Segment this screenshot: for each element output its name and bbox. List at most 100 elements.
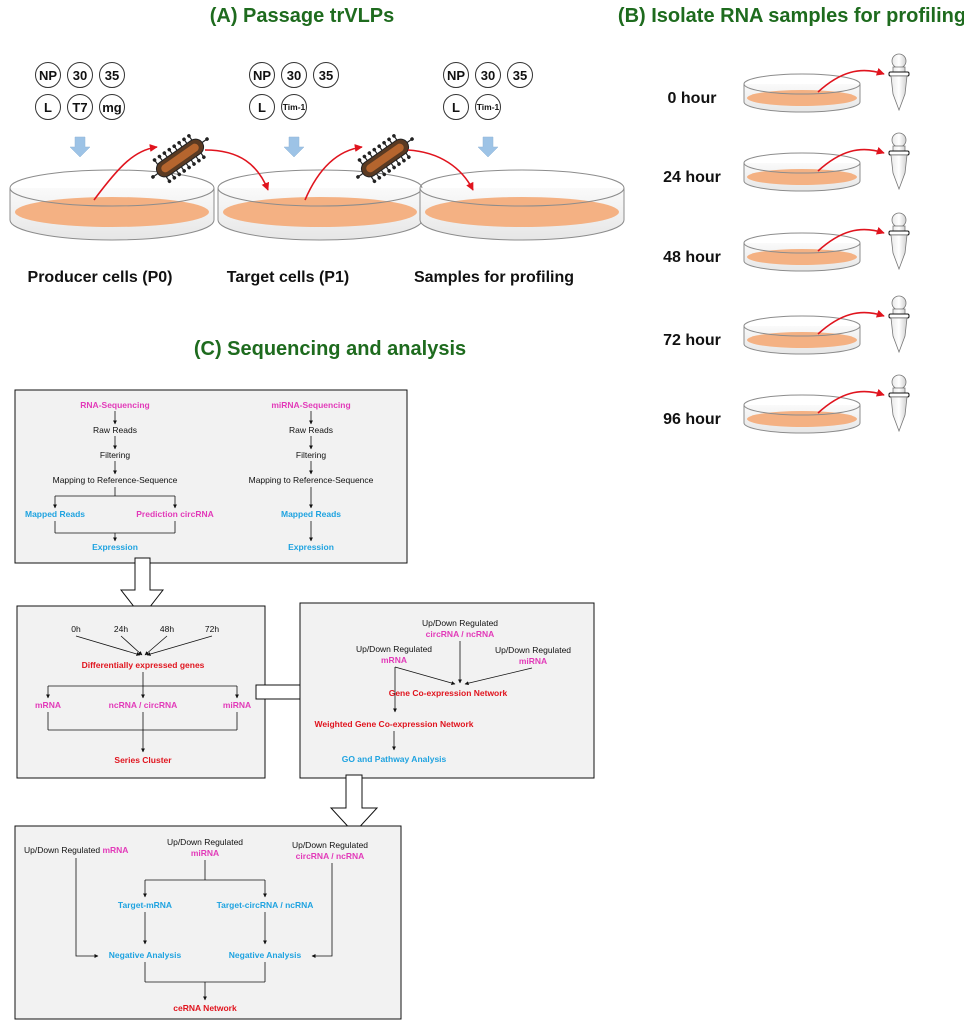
timepoint-0h: 0h (71, 624, 81, 634)
mirna-label: miRNA (223, 700, 251, 710)
updown-label: Up/Down Regulated (292, 840, 368, 850)
updown-label: Up/Down Regulated (167, 837, 243, 847)
component-np: NP (447, 68, 465, 83)
down-arrow-icon (283, 136, 305, 158)
component-t7: T7 (72, 100, 87, 115)
mapped-reads-label: Mapped Reads (281, 509, 341, 519)
component-tim1: Tim-1 (477, 102, 500, 112)
mrna-label: mRNA (381, 655, 407, 665)
mirna-seq-flow: miRNA-Sequencing Raw Reads Filtering Map… (249, 400, 374, 552)
timepoint-row: 48 hour (663, 212, 910, 272)
component-l: L (258, 100, 266, 115)
component-35: 35 (319, 68, 333, 83)
timepoint-row: 0 hour (668, 53, 910, 113)
mrna-label: mRNA (35, 700, 61, 710)
sample-tube-icon (888, 132, 910, 190)
timepoint-row: 72 hour (663, 295, 910, 355)
circrna-ncrna-label: circRNA / ncRNA (296, 851, 365, 861)
target-circrna-label: Target-circRNA / ncRNA (217, 900, 314, 910)
updown-label: Up/Down Regulated (356, 644, 432, 654)
component-30: 30 (73, 68, 87, 83)
component-35: 35 (105, 68, 119, 83)
samples-label: Samples for profiling (414, 269, 574, 286)
transfer-arrow (204, 149, 270, 191)
weighted-gcn-label: Weighted Gene Co-expression Network (314, 719, 473, 729)
prediction-circrna-label: Prediction circRNA (136, 509, 213, 519)
timepoint-row: 96 hour (663, 374, 910, 434)
flow-arrow-icon (119, 557, 165, 618)
series-cluster-label: Series Cluster (114, 755, 172, 765)
timepoint-row: 24 hour (663, 132, 910, 192)
go-pathway-label: GO and Pathway Analysis (342, 754, 447, 764)
raw-reads-label: Raw Reads (289, 425, 333, 435)
sequencing-box (14, 389, 408, 564)
cerna-network-label: ceRNA Network (173, 1003, 237, 1013)
cerna-flow: Up/Down Regulated mRNA Up/Down Regulated… (24, 837, 368, 1013)
ncrna-circrna-label: ncRNA / circRNA (109, 700, 178, 710)
updown-mrna-label: Up/Down Regulated mRNA (24, 845, 128, 855)
expression-label: Expression (288, 542, 334, 552)
expression-label: Expression (92, 542, 138, 552)
deg-box (16, 605, 266, 779)
mapped-reads-label: Mapped Reads (25, 509, 85, 519)
component-30: 30 (481, 68, 495, 83)
negative-analysis-label: Negative Analysis (229, 950, 302, 960)
panel-c-title: (C) Sequencing and analysis (194, 338, 466, 360)
transfer-arrow (304, 144, 363, 201)
cerna-box (14, 825, 402, 1020)
sample-tube-icon (888, 295, 910, 353)
updown-label: Up/Down Regulated (495, 645, 571, 655)
timepoint-72h: 72h (205, 624, 219, 634)
target-mrna-label: Target-mRNA (118, 900, 172, 910)
raw-reads-label: Raw Reads (93, 425, 137, 435)
producer-cells-label: Producer cells (P0) (28, 269, 173, 286)
timepoint-label: 24 hour (663, 169, 721, 186)
component-circles-group-3: NP 30 35 L Tim-1 (443, 62, 533, 120)
component-l: L (452, 100, 460, 115)
filtering-label: Filtering (296, 450, 327, 460)
timepoint-label: 96 hour (663, 411, 721, 428)
component-np: NP (39, 68, 57, 83)
circrna-ncrna-label: circRNA / ncRNA (426, 629, 495, 639)
down-arrow-icon (477, 136, 499, 158)
target-cells-dish (217, 169, 423, 241)
mapping-label: Mapping to Reference-Sequence (53, 475, 178, 485)
updown-label: Up/Down Regulated (422, 618, 498, 628)
component-tim1: Tim-1 (283, 102, 306, 112)
mirna-sequencing-label: miRNA-Sequencing (271, 400, 350, 410)
timepoint-48h: 48h (160, 624, 174, 634)
panel-b-title: (B) Isolate RNA samples for profiling (618, 5, 964, 27)
timepoint-24h: 24h (114, 624, 128, 634)
mirna-label: miRNA (519, 656, 547, 666)
deg-flow: 0h 24h 48h 72h Differentially expressed … (35, 624, 251, 765)
filtering-label: Filtering (100, 450, 131, 460)
timepoint-label: 72 hour (663, 332, 721, 349)
component-mg: mg (102, 100, 122, 115)
panel-a-title: (A) Passage trVLPs (210, 5, 395, 27)
gene-coexpression-network-label: Gene Co-expression Network (389, 688, 508, 698)
component-35: 35 (513, 68, 527, 83)
timepoint-label: 0 hour (668, 90, 717, 107)
coexpression-box (299, 602, 595, 779)
component-np: NP (253, 68, 271, 83)
component-circles-group-1: NP 30 35 L T7 mg (35, 62, 125, 120)
rna-sequencing-label: RNA-Sequencing (80, 400, 149, 410)
transfer-arrow (407, 149, 474, 191)
mapping-label: Mapping to Reference-Sequence (249, 475, 374, 485)
producer-cells-dish (9, 169, 215, 241)
flow-arrow-icon (329, 774, 379, 834)
target-cells-label: Target cells (P1) (227, 269, 349, 286)
coexpression-flow: Up/Down Regulated circRNA / ncRNA Up/Dow… (314, 618, 571, 764)
component-30: 30 (287, 68, 301, 83)
rna-seq-flow: RNA-Sequencing Raw Reads Filtering Mappi… (25, 400, 214, 552)
virus-particle-icon (347, 125, 423, 191)
deg-label: Differentially expressed genes (82, 660, 205, 670)
mirna-label: miRNA (191, 848, 219, 858)
transfer-arrow (93, 144, 158, 201)
down-arrow-icon (69, 136, 91, 158)
sample-tube-icon (888, 212, 910, 270)
timepoint-label: 48 hour (663, 249, 721, 266)
sample-tube-icon (888, 53, 910, 111)
samples-dish (419, 169, 625, 241)
